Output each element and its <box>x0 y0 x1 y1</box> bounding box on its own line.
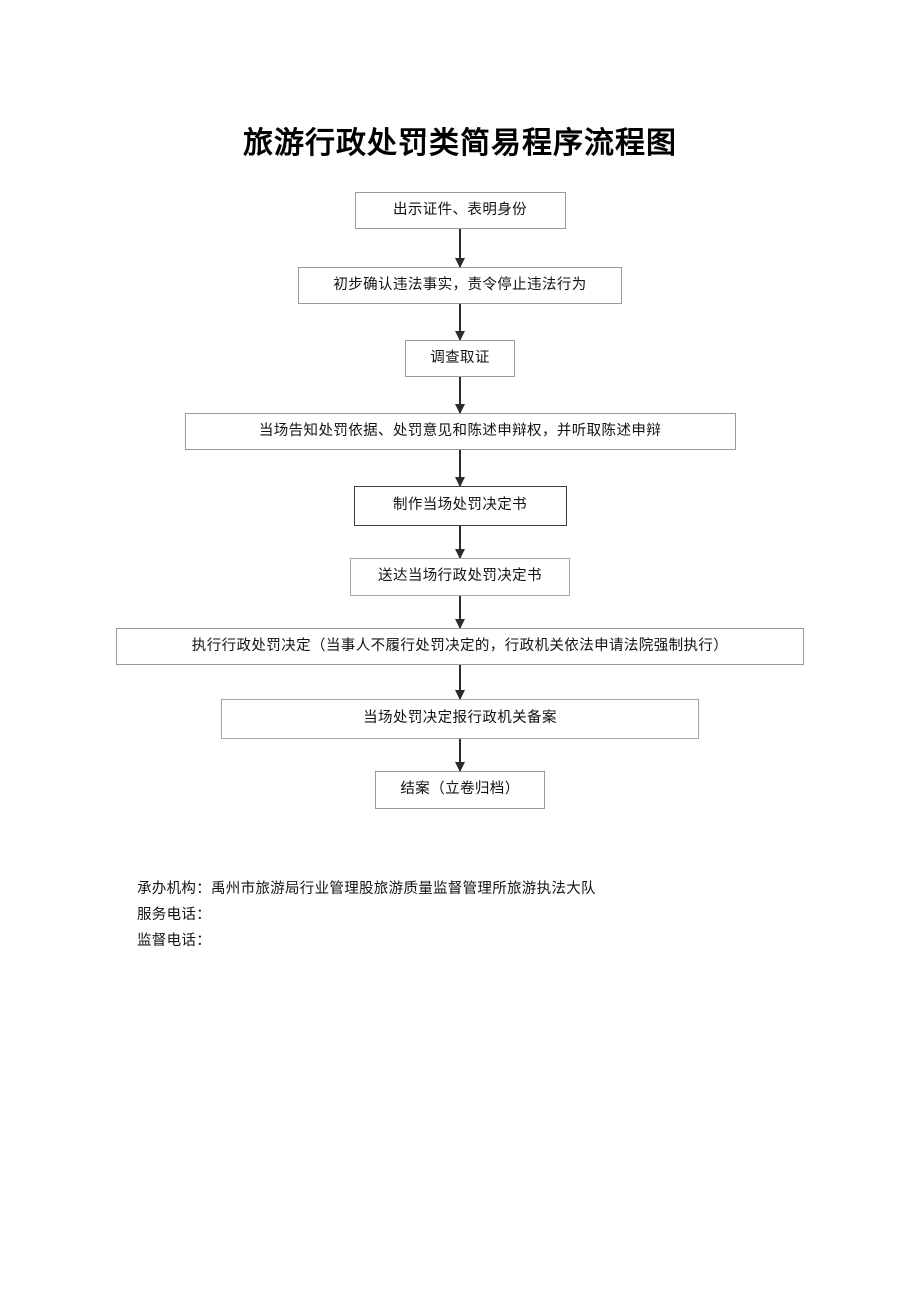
flow-arrow-2 <box>0 304 920 340</box>
arrow-down-icon <box>459 526 461 558</box>
flow-row-3: 调查取证 <box>0 340 920 377</box>
arrow-down-icon <box>459 739 461 771</box>
footer-label-supervision-phone: 监督电话： <box>137 933 211 949</box>
footer-line-service-phone: 服务电话： <box>137 902 837 928</box>
footer-value-agency: 禹州市旅游局行业管理股旅游质量监督管理所旅游执法大队 <box>211 881 596 897</box>
flow-row-9: 结案（立卷归档） <box>0 771 920 809</box>
arrow-down-icon <box>459 229 461 267</box>
arrow-down-icon <box>459 377 461 413</box>
footer-line-agency: 承办机构：禹州市旅游局行业管理股旅游质量监督管理所旅游执法大队 <box>137 876 837 902</box>
flow-row-1: 出示证件、表明身份 <box>0 192 920 229</box>
flow-arrow-1 <box>0 229 920 267</box>
flow-row-4: 当场告知处罚依据、处罚意见和陈述申辩权，并听取陈述申辩 <box>0 413 920 450</box>
flow-arrow-5 <box>0 526 920 558</box>
arrow-down-icon <box>459 450 461 486</box>
flow-node-show-credentials[interactable]: 出示证件、表明身份 <box>354 192 566 229</box>
flow-row-8: 当场处罚决定报行政机关备案 <box>0 699 920 739</box>
flow-row-5: 制作当场处罚决定书 <box>0 486 920 526</box>
arrow-down-icon <box>459 304 461 340</box>
flow-node-investigation[interactable]: 调查取证 <box>405 340 515 377</box>
flow-node-execute-decision[interactable]: 执行行政处罚决定（当事人不履行处罚决定的，行政机关依法申请法院强制执行） <box>116 628 804 665</box>
flow-arrow-3 <box>0 377 920 413</box>
flow-node-preliminary-confirmation[interactable]: 初步确认违法事实，责令停止违法行为 <box>298 267 622 304</box>
footer-info: 承办机构：禹州市旅游局行业管理股旅游质量监督管理所旅游执法大队 服务电话： 监督… <box>137 876 837 954</box>
flow-row-2: 初步确认违法事实，责令停止违法行为 <box>0 267 920 304</box>
flow-arrow-8 <box>0 739 920 771</box>
page-title: 旅游行政处罚类简易程序流程图 <box>243 127 677 160</box>
arrow-down-icon <box>459 596 461 628</box>
footer-label-service-phone: 服务电话： <box>137 907 211 923</box>
flow-node-case-closure[interactable]: 结案（立卷归档） <box>375 771 545 809</box>
flow-arrow-7 <box>0 665 920 699</box>
footer-line-supervision-phone: 监督电话： <box>137 928 837 954</box>
flow-arrow-4 <box>0 450 920 486</box>
flow-node-serve-decision[interactable]: 送达当场行政处罚决定书 <box>350 558 570 596</box>
flow-arrow-6 <box>0 596 920 628</box>
flow-node-notify-basis-and-hearing[interactable]: 当场告知处罚依据、处罚意见和陈述申辩权，并听取陈述申辩 <box>184 413 736 450</box>
flowchart: 出示证件、表明身份 初步确认违法事实，责令停止违法行为 调查取证 当场告知处罚依… <box>0 192 920 809</box>
flow-node-make-on-site-decision[interactable]: 制作当场处罚决定书 <box>353 486 567 526</box>
flow-row-7: 执行行政处罚决定（当事人不履行处罚决定的，行政机关依法申请法院强制执行） <box>0 628 920 665</box>
flow-row-6: 送达当场行政处罚决定书 <box>0 558 920 596</box>
footer-label-agency: 承办机构： <box>137 881 211 897</box>
flow-node-file-with-authority[interactable]: 当场处罚决定报行政机关备案 <box>221 699 699 739</box>
arrow-down-icon <box>459 665 461 699</box>
